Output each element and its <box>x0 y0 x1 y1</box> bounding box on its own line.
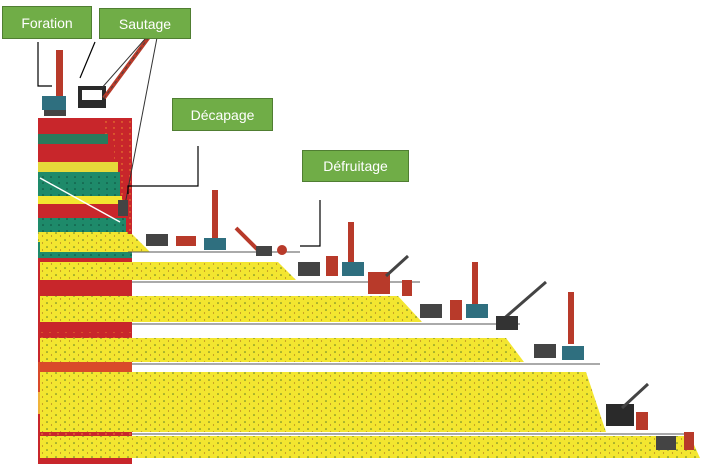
label-defruitage: Défruitage <box>302 150 409 182</box>
bench-6 <box>40 436 700 458</box>
bench-1 <box>40 234 150 252</box>
label-pointers <box>37 41 321 247</box>
bench-equipment <box>146 190 694 450</box>
ore-benches <box>40 234 700 458</box>
drill-rig-icon <box>42 50 66 116</box>
bench-4 <box>40 338 524 362</box>
bench-2 <box>40 262 296 280</box>
bench-3 <box>40 296 422 322</box>
label-foration: Foration <box>2 6 92 39</box>
label-decapage: Décapage <box>172 98 273 131</box>
label-sautage: Sautage <box>99 8 191 39</box>
bench-5 <box>40 372 606 432</box>
